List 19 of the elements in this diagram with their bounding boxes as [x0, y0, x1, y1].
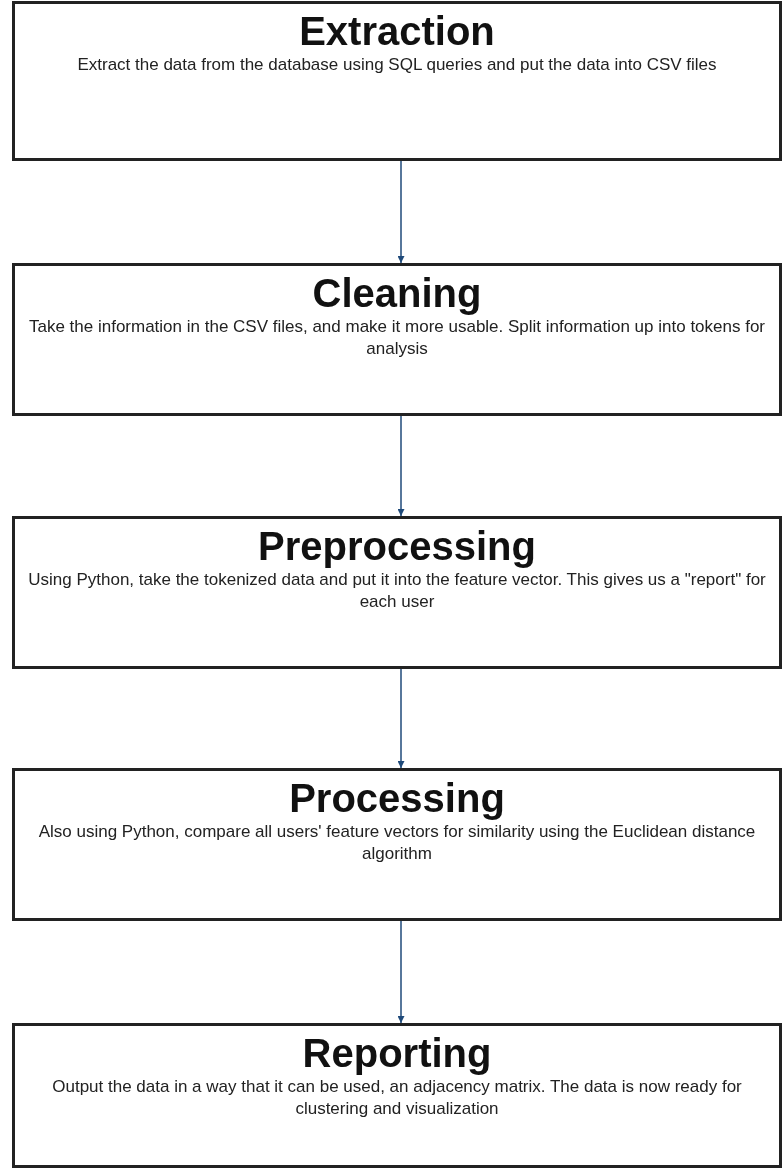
step-title: Extraction [299, 8, 495, 54]
step-description: Also using Python, compare all users' feature vectors for similarity using the Euclidean distance algorithm [38, 822, 756, 863]
step-title: Preprocessing [258, 523, 536, 569]
step-description: Using Python, take the tokenized data and put it into the feature vector. This gives us a "report" for each user [28, 570, 766, 611]
process-box [12, 263, 782, 416]
step-title: Cleaning [312, 270, 482, 316]
process-box [12, 516, 782, 669]
step-description: Take the information in the CSV files, and make it more usable. Split information up into tokens for analysis [28, 317, 766, 358]
process-box [12, 1023, 782, 1168]
step-title: Processing [289, 775, 505, 821]
arrow [397, 668, 405, 769]
step-description: Output the data in a way that it can be used, an adjacency matrix. The data is now ready for clustering and visualization [52, 1077, 742, 1118]
arrow [397, 920, 405, 1024]
arrow [397, 160, 405, 264]
step-description: Extract the data from the database using SQL queries and put the data into CSV files [77, 55, 717, 74]
process-box [12, 1, 782, 161]
arrow [397, 415, 405, 517]
process-box [12, 768, 782, 921]
step-title: Reporting [302, 1030, 492, 1076]
